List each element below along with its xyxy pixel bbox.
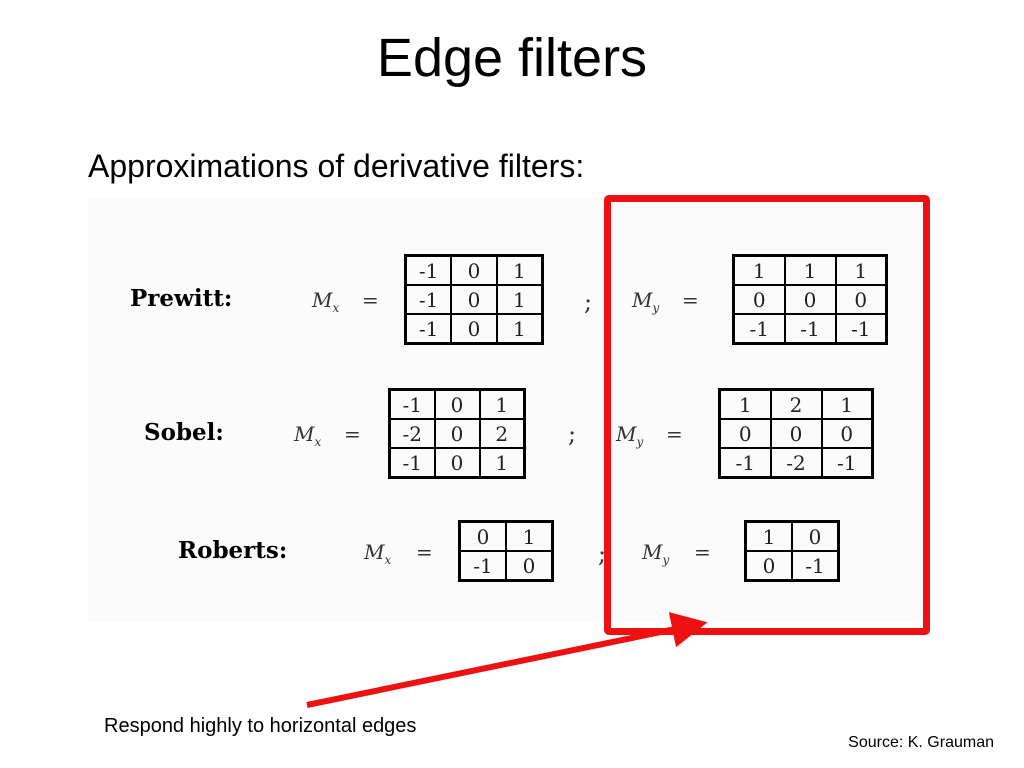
matrix-cell: 0	[769, 418, 823, 449]
matrix-row: -1-1-1	[732, 313, 888, 345]
sobel-mx-label: Mx	[294, 420, 321, 456]
matrix-cell: -1	[388, 388, 436, 420]
matrix-cell: -1	[404, 313, 453, 345]
matrix-cell: 1	[495, 254, 544, 286]
roberts-label: Roberts:	[178, 537, 288, 564]
matrix-cell: -1	[834, 313, 888, 345]
sobel-separator: ;	[568, 420, 577, 448]
sobel-my-label: My	[616, 420, 643, 456]
prewitt-mx-equals: =	[362, 288, 379, 312]
sobel-mx-equals: =	[344, 422, 361, 446]
sobel-my-subscript: y	[636, 435, 644, 449]
matrix-cell: 0	[505, 550, 554, 582]
roberts-mx-subscript: x	[384, 553, 392, 567]
matrix-cell: 0	[450, 284, 498, 315]
roberts-separator: ;	[598, 540, 607, 568]
matrix-cell: 0	[433, 418, 481, 449]
matrix-cell: 0	[718, 418, 772, 449]
source-credit: Source: K. Grauman	[848, 734, 994, 751]
matrix-cell: 0	[783, 284, 837, 315]
prewitt-my-equals: =	[682, 288, 699, 312]
sobel-mx-symbol: M	[294, 422, 315, 446]
roberts-my-subscript: y	[662, 553, 670, 567]
matrix-cell: -1	[388, 447, 436, 479]
matrix-cell: -2	[388, 418, 436, 449]
matrix-cell: -1	[404, 254, 453, 286]
highlight-box	[604, 195, 930, 635]
roberts-mx-equals: =	[416, 540, 433, 564]
sobel-my-equals: =	[666, 422, 683, 446]
arrow-line	[306, 612, 708, 708]
prewitt-label: Prewitt:	[130, 285, 233, 312]
matrix-cell: 1	[478, 388, 526, 420]
roberts-mx-label: Mx	[364, 538, 391, 574]
matrix-row: 0-1	[744, 550, 840, 582]
matrix-cell: 0	[450, 313, 498, 345]
prewitt-mx-symbol: M	[312, 288, 333, 312]
matrix-cell: -1	[791, 550, 840, 582]
matrix-cell: 0	[834, 284, 888, 315]
prewitt-my-subscript: y	[652, 301, 660, 315]
matrix-cell: 1	[834, 254, 888, 286]
roberts-my-label: My	[642, 538, 669, 574]
prewitt-mx-subscript: x	[332, 301, 340, 315]
sobel-my-symbol: M	[616, 422, 637, 446]
matrix-cell: 0	[744, 550, 793, 582]
slide-subtitle: Approximations of derivative filters:	[88, 148, 585, 184]
matrix-cell: -1	[732, 313, 786, 345]
matrix-cell: 0	[820, 418, 874, 449]
matrix-cell: 2	[478, 418, 526, 449]
matrix-cell: -1	[820, 447, 874, 479]
matrix-cell: 1	[478, 447, 526, 479]
sobel-mx-subscript: x	[314, 435, 322, 449]
matrix-cell: -2	[769, 447, 823, 479]
matrix-cell: 1	[820, 388, 874, 420]
matrix-cell: -1	[404, 284, 453, 315]
matrix-cell: 1	[495, 284, 544, 315]
sobel-label: Sobel:	[144, 419, 224, 446]
matrix-cell: -1	[718, 447, 772, 479]
matrix-cell: 1	[505, 520, 554, 552]
matrix-row: -1-2-1	[718, 447, 874, 479]
matrix-cell: 1	[495, 313, 544, 345]
annotation-caption: Respond highly to horizontal edges	[104, 715, 417, 737]
prewitt-my-symbol: M	[632, 288, 653, 312]
matrix-cell: 0	[732, 284, 786, 315]
roberts-my-equals: =	[694, 540, 711, 564]
matrix-cell: -1	[783, 313, 837, 345]
roberts-my-symbol: M	[642, 540, 663, 564]
prewitt-separator: ;	[584, 288, 593, 316]
matrix-cell: 0	[450, 254, 498, 286]
prewitt-mx-label: Mx	[312, 286, 339, 322]
slide-title: Edge filters	[376, 28, 648, 88]
roberts-mx-symbol: M	[364, 540, 385, 564]
prewitt-my-label: My	[632, 286, 659, 322]
matrix-cell: -1	[458, 550, 507, 582]
matrix-cell: 0	[433, 447, 481, 479]
